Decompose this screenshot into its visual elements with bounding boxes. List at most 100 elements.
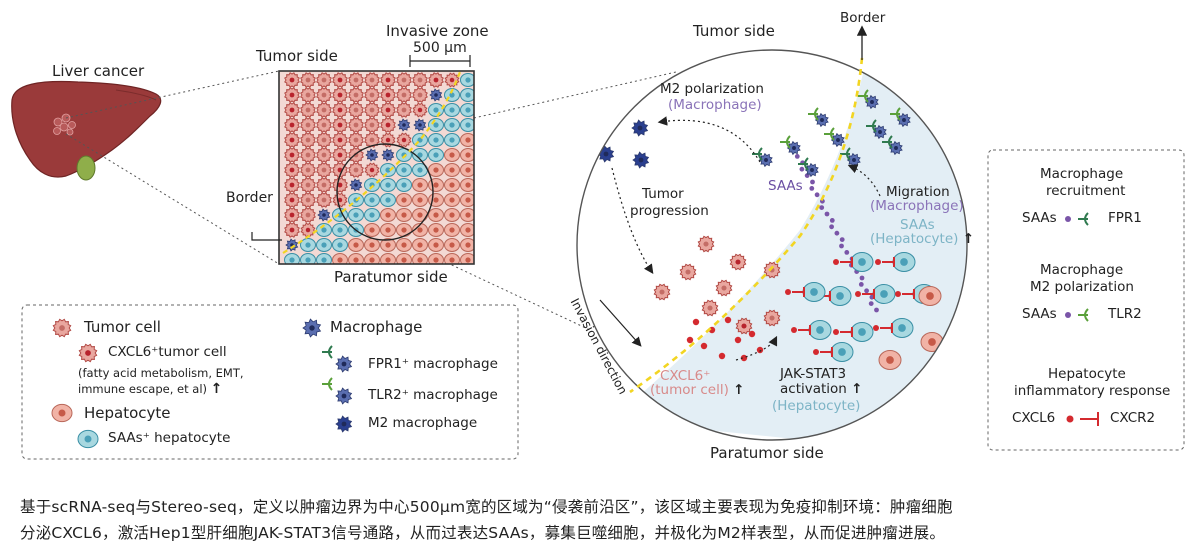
tumor-cell — [364, 87, 380, 103]
up-arrow-icon: ↑ — [851, 381, 863, 397]
liver-cancer-label: Liver cancer — [52, 62, 145, 80]
circle-paratumor-side: Paratumor side — [710, 444, 824, 462]
saas-dot — [809, 186, 815, 191]
border-label: Border — [226, 190, 273, 206]
m2-polarization-label: M2 polarization — [660, 81, 764, 97]
tumor-cell — [284, 207, 300, 223]
hepatocyte-cell — [428, 118, 444, 132]
legend-fpr1-macrophage: FPR1⁺ macrophage — [368, 356, 498, 372]
saas-hepatocyte — [850, 252, 874, 272]
saas-label: SAAs — [768, 178, 803, 194]
hepatocyte-cell — [878, 350, 902, 370]
saas-dot — [858, 282, 864, 287]
hepatocyte-cell — [348, 208, 364, 222]
cxcl6-sub: (tumor cell) ↑ — [650, 382, 745, 398]
m2-label-2: M2 polarization — [1030, 279, 1134, 295]
tumor-cell — [316, 87, 332, 103]
tumor-cell — [284, 87, 300, 103]
cxcr2-receptor — [902, 289, 915, 299]
hepatocyte-cell — [444, 133, 460, 147]
cxcl6-dot — [748, 330, 756, 338]
tumor-cell — [300, 162, 316, 178]
caption-line-2: 分泌CXCL6，激活Hep1型肝细胞JAK-STAT3信号通路，从而过表达SAA… — [20, 524, 946, 542]
legend-tumor-cell: Tumor cell — [84, 318, 161, 336]
hepatocyte-cell — [460, 103, 474, 117]
tumor-cell — [653, 283, 671, 301]
cxcr2-receptor-icon — [1080, 412, 1099, 426]
saas-dot — [814, 192, 820, 198]
cxcl6-tumor-cell — [444, 72, 460, 88]
saas-hepatocyte — [890, 318, 914, 338]
jak-stat3-2: activation ↑ — [780, 381, 863, 397]
macrophage-cell — [864, 94, 879, 110]
hepatocyte-cell — [348, 238, 364, 252]
tumor-cell — [316, 177, 332, 193]
legend-macrophage: Macrophage — [330, 318, 423, 336]
saas-dot — [839, 243, 844, 249]
saas-dot — [834, 230, 840, 236]
receptor — [752, 147, 763, 161]
hepatocyte-cell — [477, 224, 492, 237]
receptor — [780, 135, 791, 149]
macrophage-cell — [365, 148, 379, 162]
tumor-cell — [348, 87, 364, 103]
tumor-cell — [679, 263, 697, 281]
hepatocyte-cell — [380, 223, 396, 237]
saas-dot — [844, 250, 850, 255]
receptor — [866, 119, 877, 133]
legend-saas-hepatocyte: SAAs⁺ hepatocyte — [108, 430, 231, 446]
tumor-cell — [735, 317, 753, 335]
border-pointer — [251, 232, 282, 241]
mechanism-panel — [987, 149, 1185, 451]
hepatocyte-cell — [918, 286, 942, 306]
macrophage-cell — [786, 140, 801, 156]
figure-caption: 基于scRNA-seq与Stereo-seq，定义以肿瘤边界为中心500μm宽的… — [20, 494, 1180, 546]
hepatocyte-cell — [460, 133, 474, 147]
cxcl6-dot — [895, 291, 901, 297]
tumor-progression-2: progression — [630, 203, 709, 219]
hepatocyte-cell — [396, 163, 412, 177]
tissue-zoom-square — [278, 70, 492, 265]
tumor-cell — [332, 72, 348, 88]
legend-macrophage-icon — [302, 318, 322, 338]
tumor-cell — [412, 72, 428, 88]
cxcl6-dot — [686, 336, 694, 344]
tumor-cell — [284, 222, 300, 238]
saas-hep-sub: (Hepatocyte) ↑ — [870, 231, 975, 247]
hepatocyte-cell — [444, 103, 460, 117]
hepatocyte-cell — [412, 163, 428, 177]
hepatocyte-cell — [444, 148, 460, 162]
hepatocyte-cell — [460, 193, 474, 207]
hepatocyte-cell — [428, 223, 444, 237]
legend-cxcl6-note-2: immune escape, et al) ↑ — [78, 381, 223, 397]
receptor — [798, 157, 809, 171]
tumor-cell — [300, 147, 316, 163]
saas-tlr2-saas: SAAs — [1022, 306, 1057, 322]
hepatocyte-cell — [477, 164, 492, 177]
tumor-cell — [300, 102, 316, 118]
hepatocyte-cell — [460, 73, 474, 87]
macrophage-cell — [830, 132, 845, 148]
tumor-cell — [332, 132, 348, 148]
saas-hepatocyte — [872, 284, 896, 304]
hepatocyte-cell — [332, 253, 348, 264]
hepatocyte-cell — [428, 103, 444, 117]
cxcr2-receptor — [840, 327, 853, 337]
tumor-cell — [300, 87, 316, 103]
diagram-canvas — [11, 25, 1185, 460]
hepatocyte-cell — [412, 208, 428, 222]
hep-label-2: inflammatory response — [1014, 383, 1171, 399]
liver-organ — [11, 80, 162, 181]
hepatocyte-cell — [412, 178, 428, 192]
hepatocyte-cell — [428, 238, 444, 252]
tumor-cell — [396, 87, 412, 103]
cxcl6-label: CXCL6⁺ — [660, 368, 711, 384]
tumor-cell — [300, 132, 316, 148]
hepatocyte-cell — [412, 238, 428, 252]
hepatocyte-cell — [444, 238, 460, 252]
hepatocyte-cell — [477, 149, 492, 162]
tumor-cell — [300, 177, 316, 193]
tumor-cell — [396, 72, 412, 88]
m2-label-1: Macrophage — [1040, 262, 1124, 278]
caption-line-1: 基于scRNA-seq与Stereo-seq，定义以肿瘤边界为中心500μm宽的… — [20, 498, 953, 516]
